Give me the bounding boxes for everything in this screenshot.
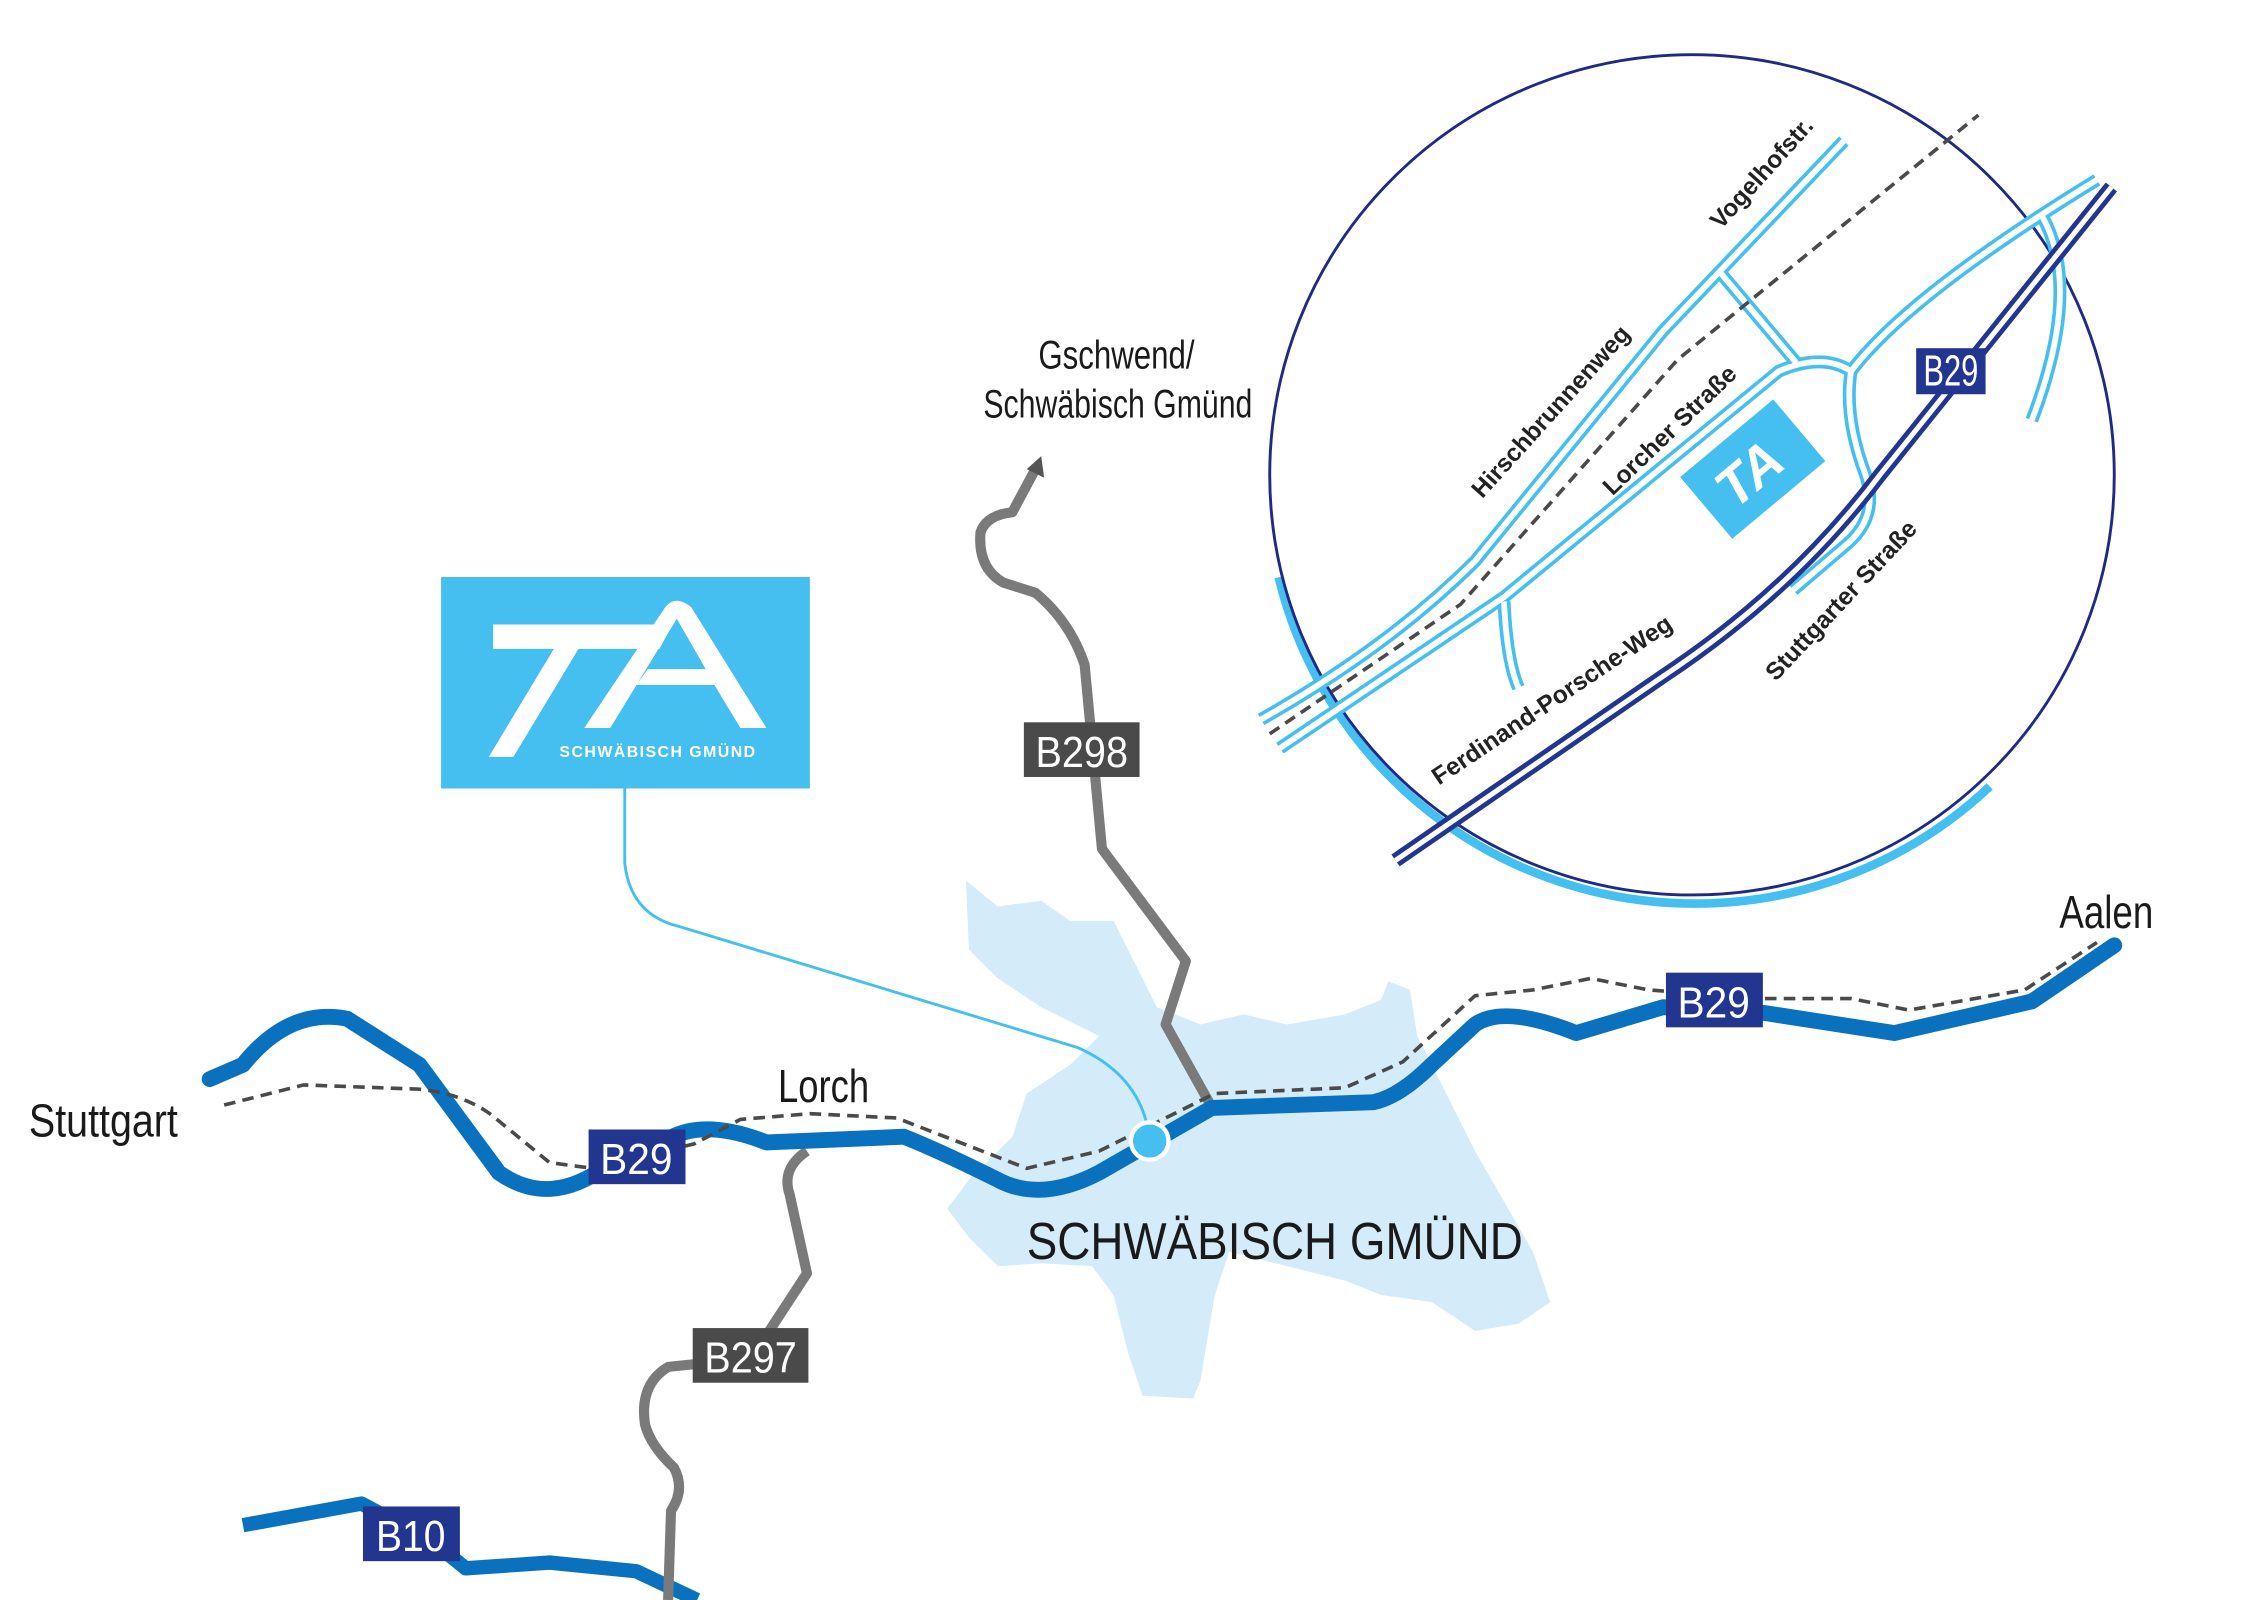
railway: [223, 940, 2098, 1171]
label-aalen: Aalen: [2059, 886, 2153, 938]
shield-b29-west: B29: [588, 1129, 686, 1185]
label-gschwend-gmuend: Schwäbisch Gmünd: [983, 380, 1252, 426]
inset-railway: [1268, 113, 1980, 736]
road-b10: [241, 1496, 701, 1600]
location-marker[interactable]: [1128, 1120, 1171, 1162]
label-lorch: Lorch: [778, 1060, 869, 1112]
svg-text:B10: B10: [376, 1513, 445, 1561]
svg-text:B298: B298: [1035, 729, 1128, 777]
road-b298: [975, 466, 1214, 1105]
logo-connector-line: [623, 788, 1152, 1140]
arrow-up-icon: [1026, 456, 1045, 478]
shield-b29-inset: B29: [1916, 348, 1986, 396]
svg-text:B29: B29: [600, 1136, 672, 1184]
label-city: SCHWÄBISCH GMÜND: [1027, 1213, 1523, 1271]
svg-text:B29: B29: [1678, 979, 1750, 1027]
road-b29: [201, 937, 2123, 1198]
shield-b297: B297: [692, 1328, 809, 1383]
inset-detail-map: TA B29 Vogelhofstr. Hirschbrunnenweg Lor…: [1257, 47, 2128, 908]
shield-b10: B10: [362, 1506, 460, 1562]
label-stuttgart: Stuttgart: [29, 1095, 178, 1147]
shield-b298: B298: [1023, 722, 1140, 777]
ta-logo: SCHWÄBISCH GMÜND: [441, 576, 810, 789]
svg-text:B29: B29: [1923, 348, 1978, 396]
logo-subtitle: SCHWÄBISCH GMÜND: [559, 742, 756, 761]
label-gschwend: Gschwend/: [1038, 331, 1195, 377]
shield-b29-east: B29: [1665, 972, 1763, 1028]
city-area: [947, 880, 1551, 1399]
svg-text:B297: B297: [704, 1335, 797, 1383]
road-b297: [639, 1146, 813, 1600]
